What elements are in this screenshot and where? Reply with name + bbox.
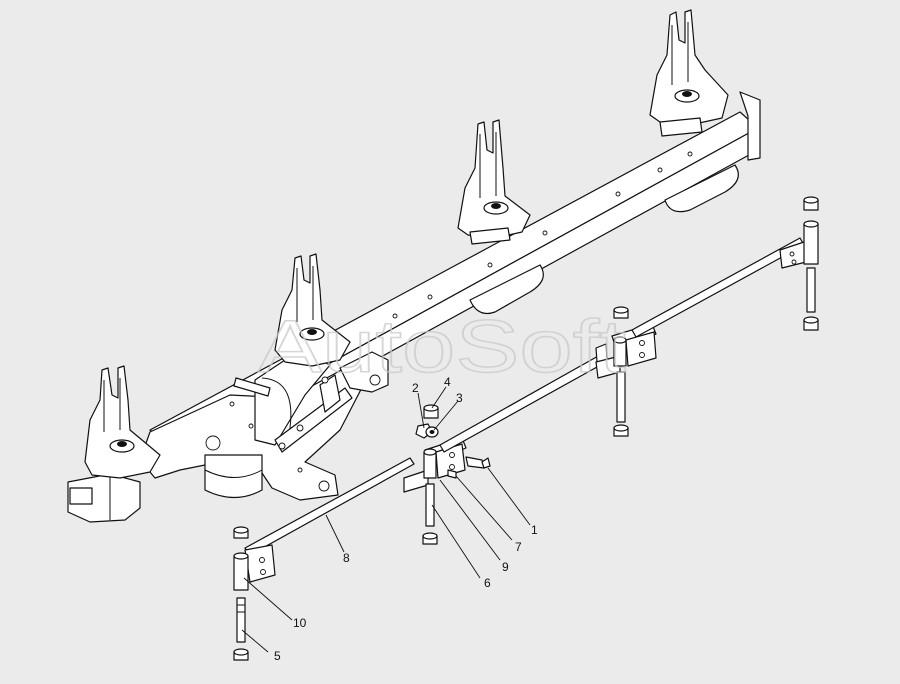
callout-2: 2 [412, 381, 419, 395]
mount-bracket-3 [457, 119, 531, 245]
mount-bracket-2 [274, 253, 351, 367]
callout-4: 4 [444, 375, 451, 389]
beam-underplate-1 [469, 264, 544, 315]
lower-linkage [233, 196, 819, 661]
grease-fitting-7 [447, 469, 457, 479]
callout-6: 6 [484, 576, 491, 590]
watermark: AutoSoft [258, 305, 627, 388]
callout-labels: 1 2 3 4 5 6 7 8 9 10 [274, 375, 538, 663]
callout-8: 8 [343, 551, 350, 565]
hitch-strap [233, 377, 271, 397]
pivot-sleeve-10 [233, 555, 249, 591]
callout-10: 10 [293, 616, 307, 630]
bolt-1 [465, 456, 485, 469]
beam-underplate-2 [664, 164, 739, 213]
callout-leaders [241, 386, 531, 653]
callout-9: 9 [502, 560, 509, 574]
pin-6 [425, 483, 435, 527]
fasteners [415, 404, 491, 479]
callout-7: 7 [515, 540, 522, 554]
right-pivot-sleeve [803, 223, 819, 265]
hitch-assembly [67, 349, 389, 523]
callout-1: 1 [531, 523, 538, 537]
callout-5: 5 [274, 649, 281, 663]
tie-bar-right [631, 237, 805, 338]
mount-bracket-1 [84, 365, 161, 479]
hitch-lower-box [204, 454, 263, 499]
mount-bracket-4 [649, 9, 729, 137]
main-beam-end-cap [739, 91, 761, 161]
callout-3: 3 [456, 391, 463, 405]
tie-bar-left-end-plate [244, 544, 276, 583]
pin-5 [236, 597, 246, 643]
hitch-plate-hole [205, 435, 221, 451]
beam-holes [327, 151, 693, 355]
